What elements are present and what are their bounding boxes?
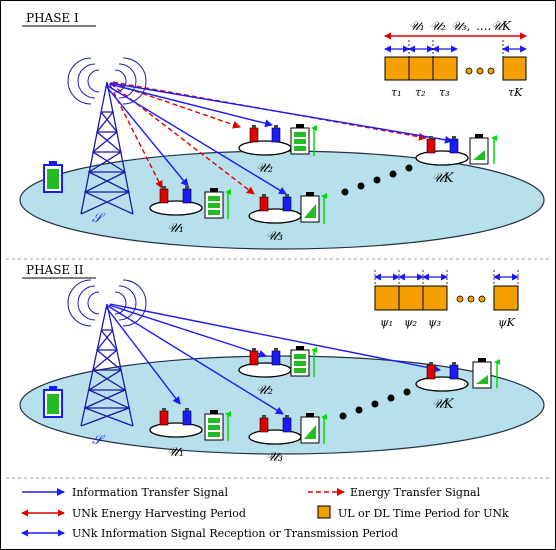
phase-2-source-battery-icon: [43, 386, 63, 418]
legend-info-period: UNk Information Signal Reception or Tran…: [72, 527, 398, 540]
phase-1-slot-k: τK: [508, 86, 523, 99]
phase-1-timeline-user-k: ....𝒰K: [476, 19, 512, 33]
phase-2-slot-3: ψ₃: [428, 316, 441, 329]
phase-2-tower-icon: [67, 279, 147, 427]
phase-2-panel: PHASE II 𝒮: [19, 263, 545, 465]
phase-2-slot-k: ψK: [498, 316, 516, 329]
phase-1-user-k: [415, 134, 497, 166]
legend-energy-period: UNk Energy Harvesting Period: [72, 507, 246, 520]
phase-1-user-2: [238, 124, 317, 156]
phase-1-timeline-user-2: 𝒰₂: [430, 19, 446, 33]
phase-1-panel: PHASE I 𝒮: [19, 11, 545, 250]
phase-1-timeline-user-3: 𝒰₃,: [451, 19, 470, 33]
phase-1-info-signals: [105, 82, 453, 195]
phase-1-user-3: [248, 192, 327, 224]
legend-energy-signal: Energy Transfer Signal: [350, 486, 481, 499]
phase-1-user-k-label: 𝒰K: [432, 171, 455, 186]
phase-2-slot-1: ψ₁: [380, 316, 393, 329]
phase-2-user-2: [238, 346, 317, 378]
phase-2-user-3-label: 𝒰₃: [266, 450, 283, 465]
phase-1-user-3-label: 𝒰₃: [266, 229, 283, 244]
legend: Information Transfer Signal Energy Trans…: [21, 486, 509, 540]
phase-1-timeline: [384, 32, 527, 81]
phase-2-slot-2: ψ₂: [404, 316, 417, 329]
legend-info-signal: Information Transfer Signal: [72, 486, 228, 499]
phase-1-slot-3: τ₃: [439, 86, 450, 99]
phase-1-ellipsis-dots: [341, 164, 413, 196]
phase-1-source-battery-icon: [43, 161, 63, 193]
phase-2-user-3: [248, 413, 327, 445]
phase-2-timeline: [374, 270, 519, 311]
phase-2-label: PHASE II: [26, 263, 84, 277]
phase-1-label: PHASE I: [26, 11, 79, 25]
phase-2-user-k: [415, 358, 500, 392]
phase-1-tower-icon: [67, 57, 147, 215]
phase-1-user-1-label: 𝒰₁: [167, 221, 184, 236]
phase-2-info-signals: [105, 303, 441, 415]
phase-1-user-2-label: 𝒰₂: [256, 161, 273, 176]
phase-1-slot-1: τ₁: [391, 86, 402, 99]
phase-2-user-k-label: 𝒰K: [432, 397, 455, 412]
phase-2-ellipsis-dots: [339, 388, 411, 420]
phase-1-timeline-user-1: 𝒰₁: [409, 19, 425, 33]
legend-time-slot-icon: [317, 505, 331, 519]
phase-2-user-1-label: 𝒰₁: [167, 445, 184, 460]
phase-2-user-1: [149, 408, 231, 441]
phase-2-user-2-label: 𝒰₂: [256, 383, 273, 398]
phase-1-slot-2: τ₂: [415, 86, 426, 99]
legend-time-period: UL or DL Time Period for UNk: [338, 507, 509, 520]
phase-1-user-1: [149, 186, 231, 219]
